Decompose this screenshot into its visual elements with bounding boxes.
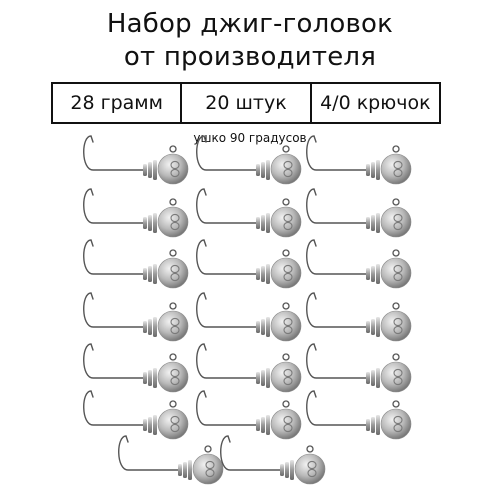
jig-head-icon	[196, 343, 302, 393]
jig-head-icon	[306, 292, 412, 342]
jig-head-icon	[83, 135, 189, 185]
jig-head-icon	[196, 135, 302, 185]
spec-hook-size: 4/0 крючок	[320, 92, 431, 114]
jig-head-icon	[220, 435, 326, 485]
jig-head-icon	[196, 239, 302, 289]
jig-head-icon	[196, 188, 302, 238]
jig-head-icon	[83, 239, 189, 289]
title-line-1: Набор джиг-головок	[106, 9, 394, 39]
jig-head-icon	[196, 390, 302, 440]
spec-weight: 28 грамм	[53, 84, 183, 122]
spec-table: 28 грамм 20 штук 4/0 крючок	[51, 82, 441, 124]
jig-head-icon	[118, 435, 224, 485]
jig-head-icon	[306, 239, 412, 289]
jig-head-icon	[83, 292, 189, 342]
jig-head-icon	[306, 188, 412, 238]
eye-angle-note: ушко 90 градусов	[193, 131, 307, 145]
spec-quantity: 20 штук	[182, 84, 312, 122]
jig-head-icon	[83, 390, 189, 440]
product-title: Набор джиг-головок от производителя	[0, 8, 500, 74]
jig-head-icon	[83, 343, 189, 393]
jig-head-icon	[196, 292, 302, 342]
jig-head-icon	[83, 188, 189, 238]
title-line-2: от производителя	[123, 42, 377, 72]
jig-head-icon	[306, 135, 412, 185]
jig-head-icon	[306, 390, 412, 440]
jig-head-icon	[306, 343, 412, 393]
